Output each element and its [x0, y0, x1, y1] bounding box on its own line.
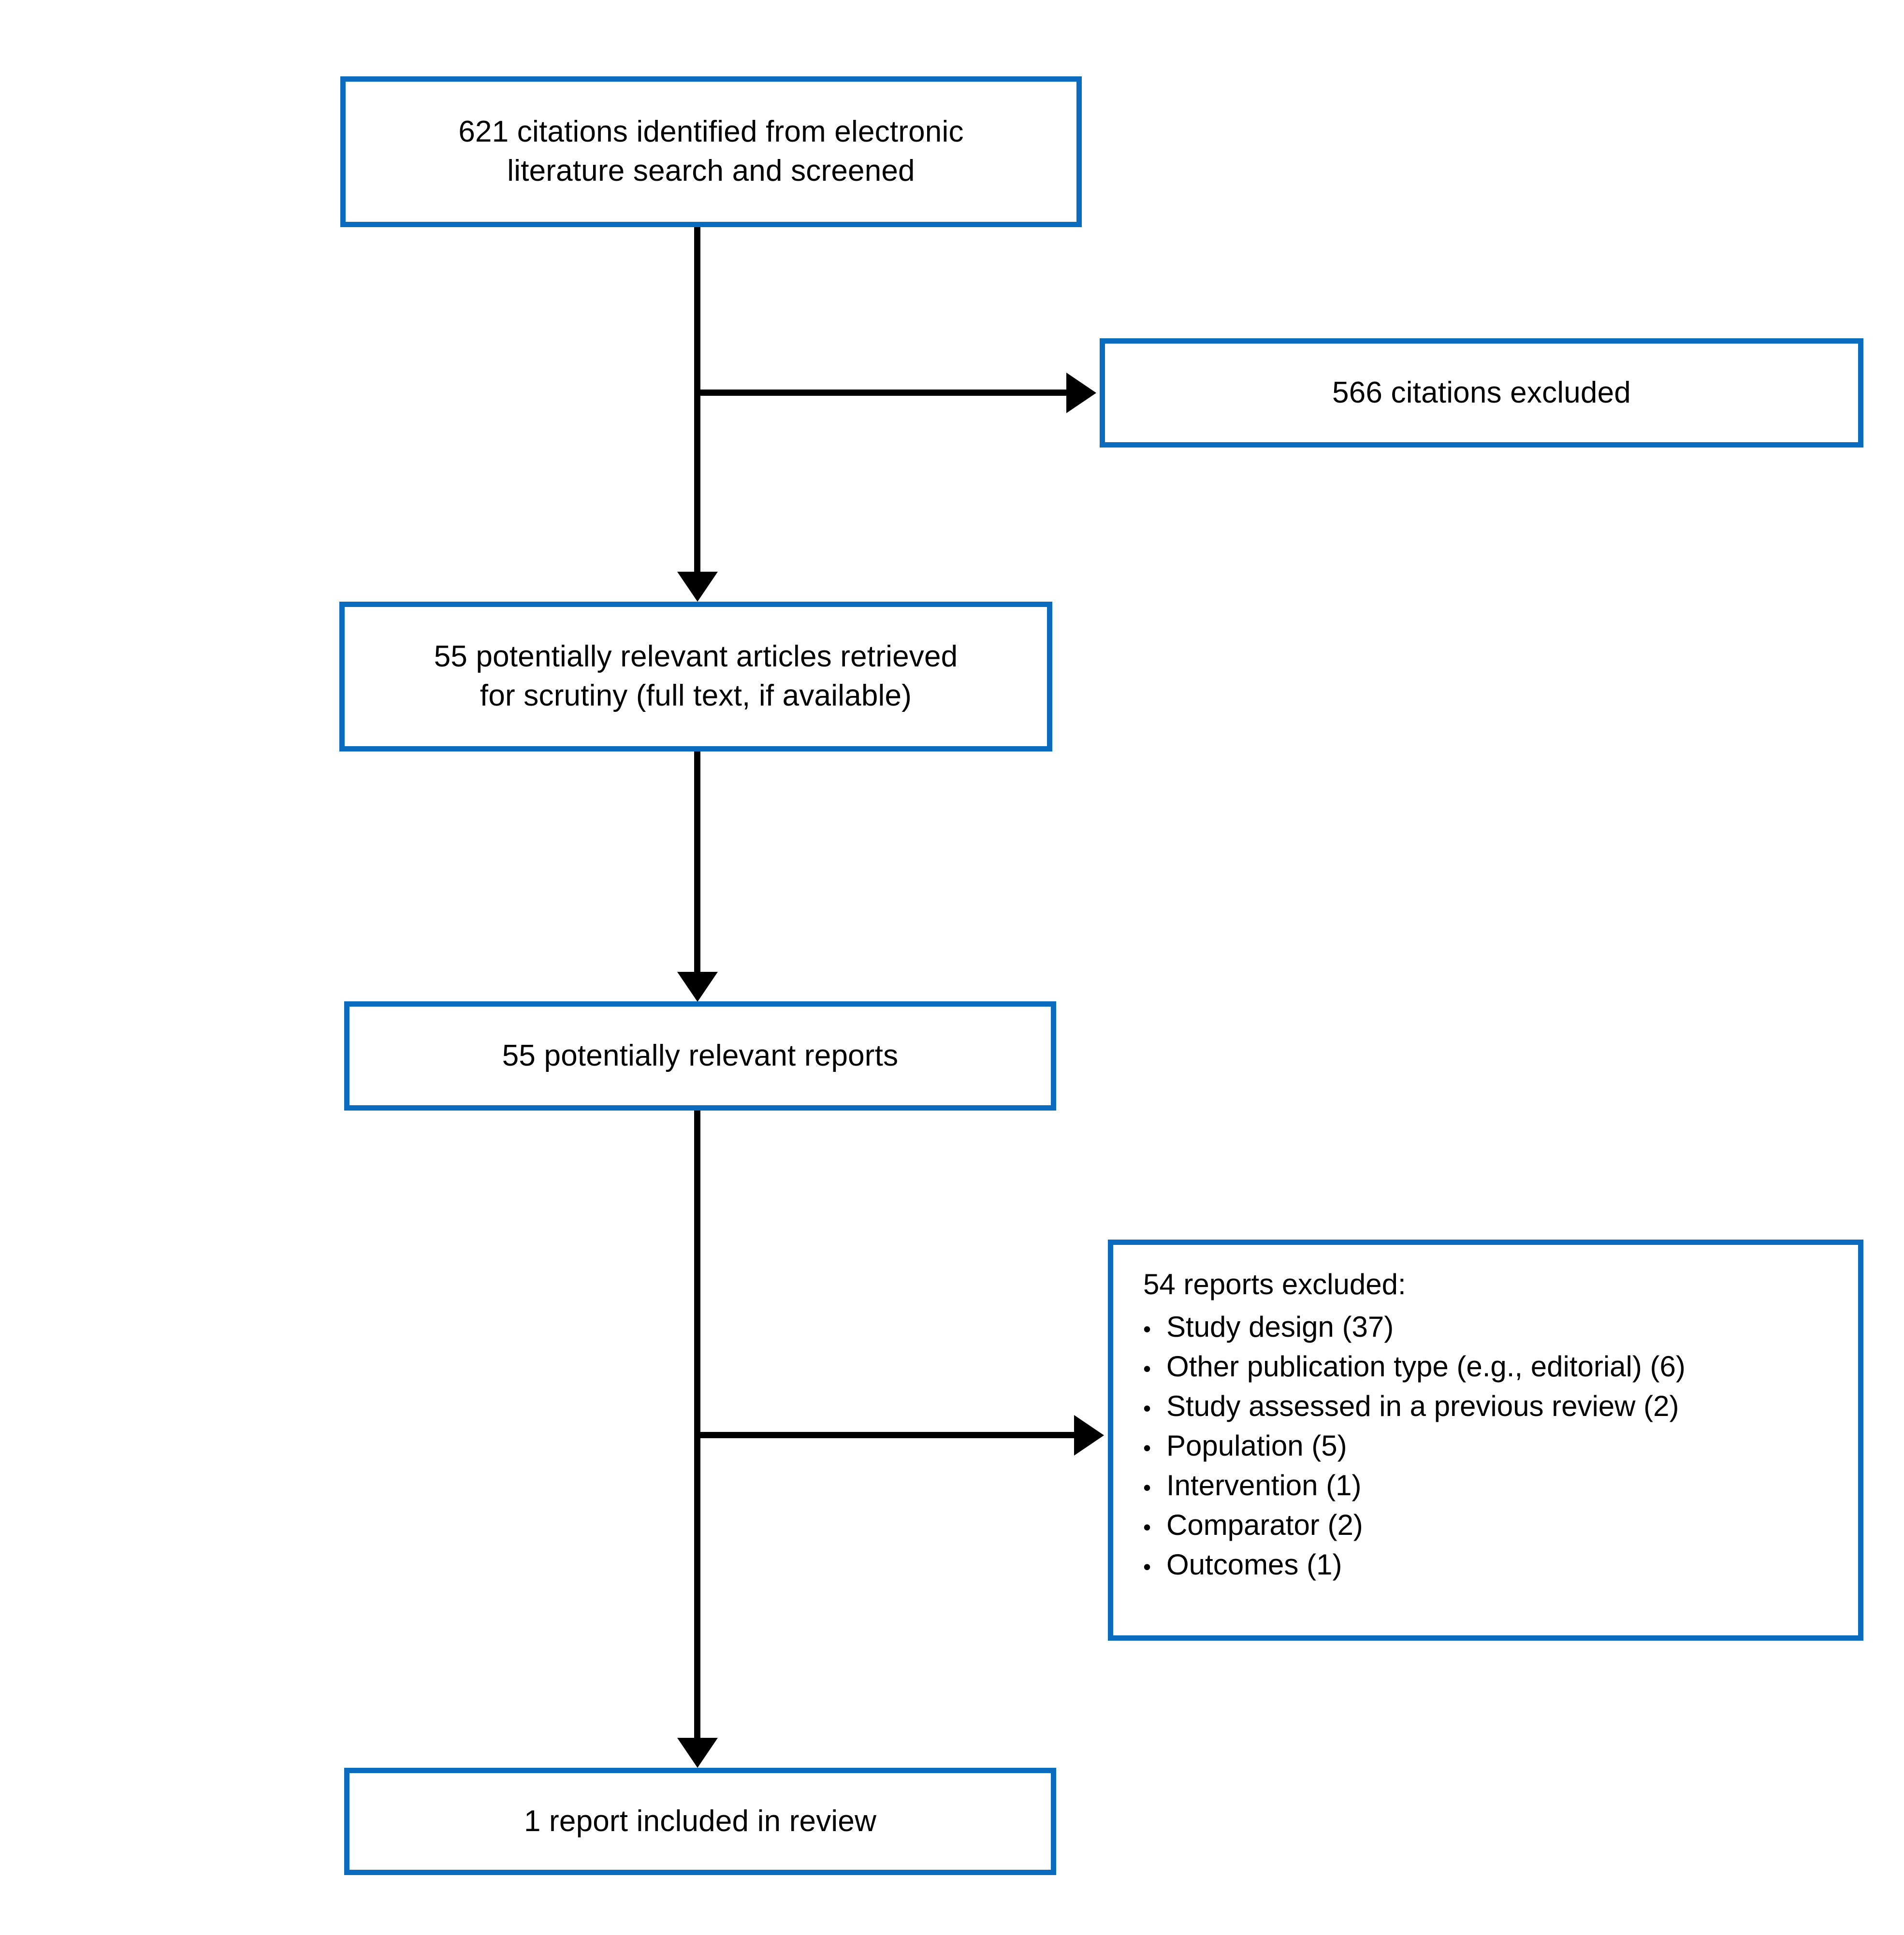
reports-excluded-title: 54 reports excluded:	[1143, 1268, 1406, 1300]
bullet-icon: •	[1143, 1396, 1151, 1421]
list-item-label: Other publication type (e.g., editorial)…	[1166, 1350, 1686, 1383]
arrowhead-into-retrieved	[677, 572, 718, 602]
connector-retrieved-to-reports	[694, 751, 700, 993]
bullet-icon: •	[1143, 1554, 1151, 1579]
list-item: • Intervention (1)	[1143, 1471, 1686, 1500]
node-citations-excluded: 566 citations excluded	[1100, 338, 1863, 448]
arrowhead-into-reports-excluded	[1074, 1415, 1104, 1456]
list-item-label: Study assessed in a previous review (2)	[1166, 1390, 1679, 1422]
arrowhead-into-citations-excluded	[1066, 373, 1096, 413]
node-citations-identified: 621 citations identified from electronic…	[340, 76, 1082, 227]
list-item: • Study assessed in a previous review (2…	[1143, 1392, 1686, 1421]
list-item-label: Intervention (1)	[1166, 1469, 1362, 1502]
node-relevant-reports-label: 55 potentially relevant reports	[502, 1039, 899, 1072]
connector-to-reports-excluded	[694, 1432, 1076, 1438]
list-item-label: Study design (37)	[1166, 1311, 1394, 1343]
list-item-label: Outcomes (1)	[1166, 1548, 1342, 1581]
bullet-icon: •	[1143, 1475, 1151, 1500]
list-item: • Population (5)	[1143, 1431, 1686, 1460]
connector-to-citations-excluded	[694, 390, 1068, 396]
bullet-icon: •	[1143, 1316, 1151, 1342]
connector-identified-to-retrieved	[694, 227, 700, 593]
list-item-label: Comparator (2)	[1166, 1509, 1363, 1541]
bullet-icon: •	[1143, 1435, 1151, 1460]
list-item-label: Population (5)	[1166, 1430, 1347, 1462]
reports-excluded-content: 54 reports excluded: • Study design (37)…	[1113, 1245, 1705, 1590]
node-citations-excluded-label: 566 citations excluded	[1332, 375, 1631, 409]
arrowhead-into-reports	[677, 972, 718, 1002]
bullet-icon: •	[1143, 1515, 1151, 1540]
bullet-icon: •	[1143, 1356, 1151, 1381]
node-report-included-label: 1 report included in review	[523, 1804, 877, 1838]
connector-reports-to-included	[694, 1111, 700, 1751]
list-item: • Outcomes (1)	[1143, 1550, 1686, 1579]
node-relevant-reports: 55 potentially relevant reports	[344, 1001, 1056, 1111]
node-reports-excluded: 54 reports excluded: • Study design (37)…	[1108, 1240, 1863, 1641]
arrowhead-into-included	[677, 1738, 718, 1768]
node-report-included: 1 report included in review	[344, 1768, 1056, 1875]
list-item: • Other publication type (e.g., editoria…	[1143, 1352, 1686, 1381]
node-articles-retrieved: 55 potentially relevant articles retriev…	[339, 602, 1052, 751]
list-item: • Study design (37)	[1143, 1313, 1686, 1342]
list-item: • Comparator (2)	[1143, 1511, 1686, 1540]
reports-excluded-reason-list: • Study design (37) • Other publication …	[1143, 1313, 1686, 1579]
node-citations-identified-label: 621 citations identified from electronic…	[458, 115, 964, 188]
node-articles-retrieved-label: 55 potentially relevant articles retriev…	[434, 640, 958, 712]
